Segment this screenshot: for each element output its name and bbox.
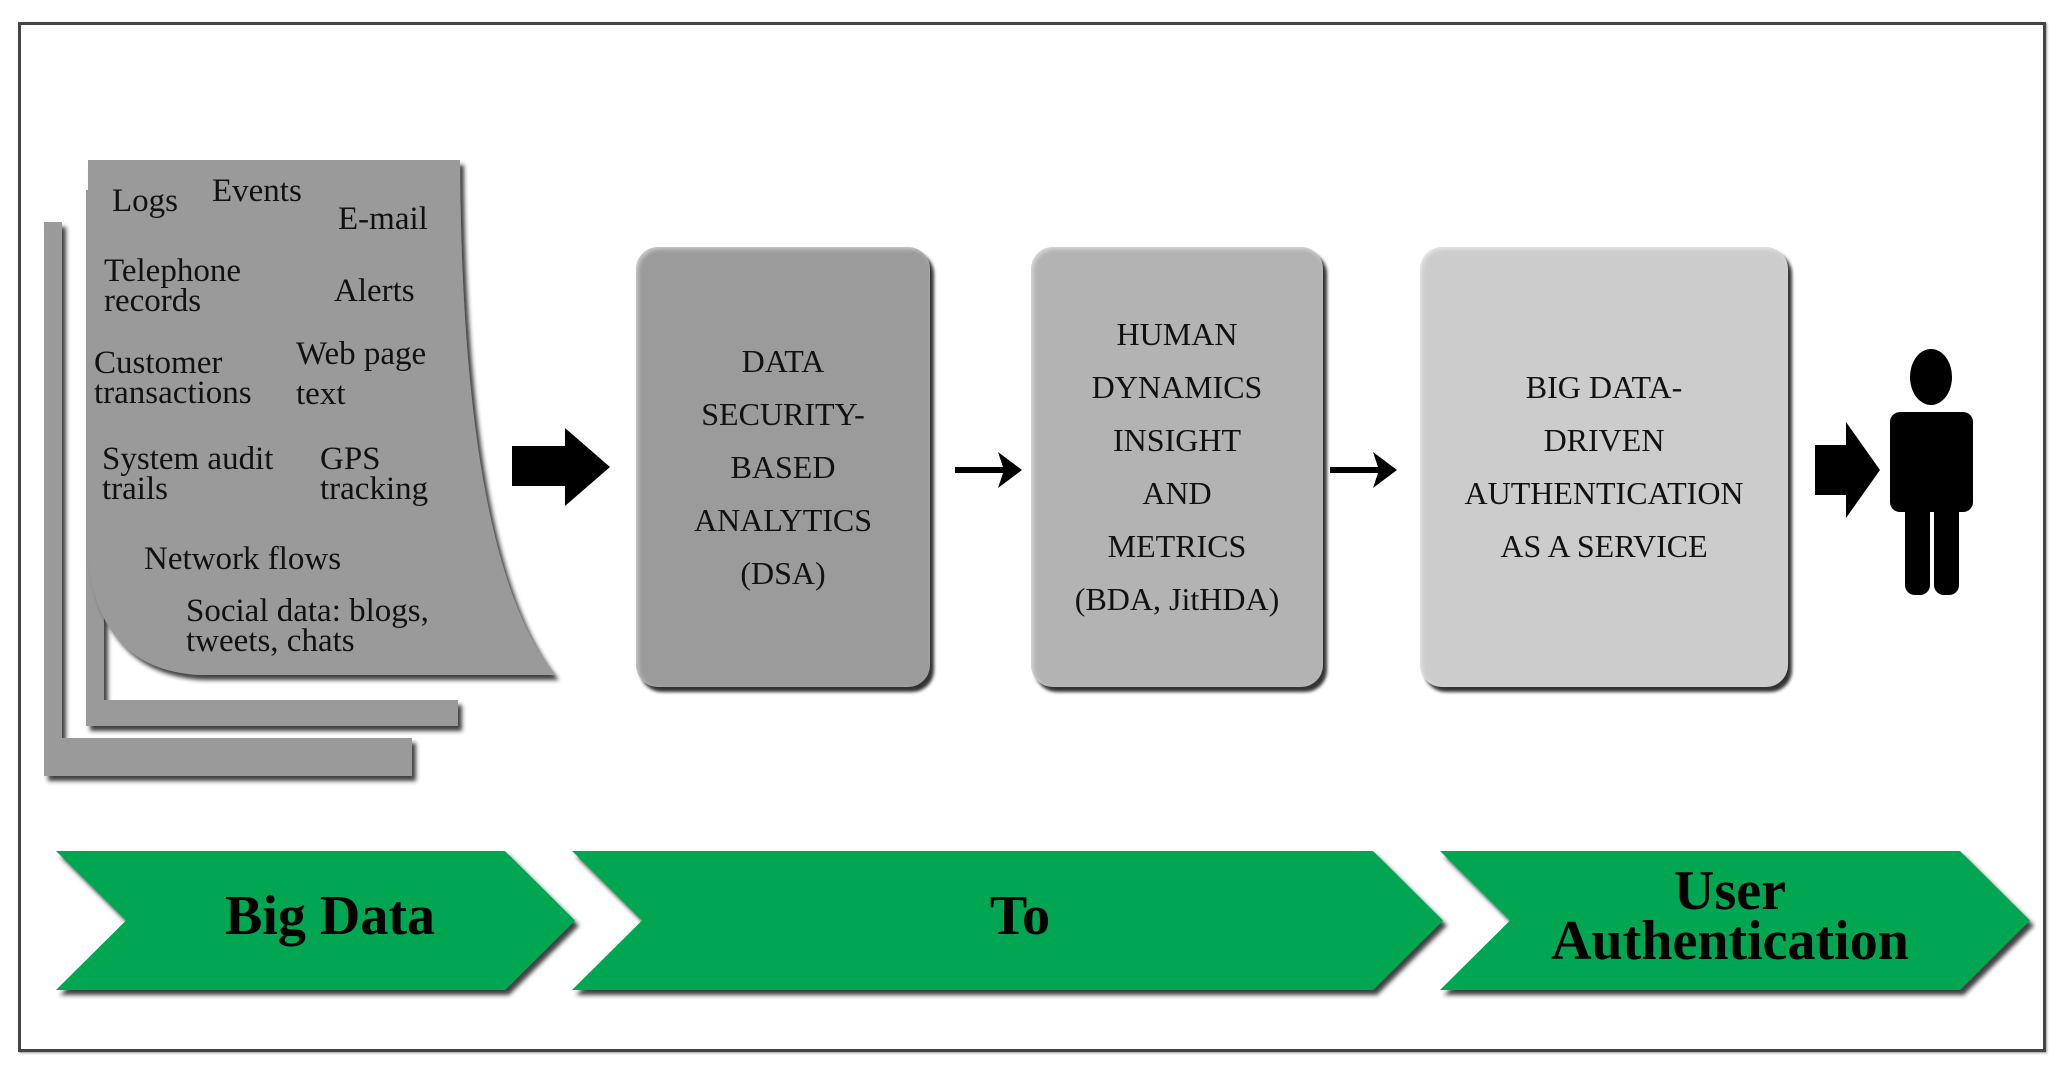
source-customer-transactions: Customer transactions [94,348,252,408]
box-data-security-analytics: DATA SECURITY- BASED ANALYTICS (DSA) [636,247,930,687]
source-web-page-text: Web page text [296,334,426,414]
source-social-data: Social data: blogs, tweets, chats [186,596,429,656]
box-label: BIG DATA- DRIVEN AUTHENTICATION AS A SER… [1464,361,1743,573]
source-email: E-mail [338,204,428,235]
chevron-label-user-authentication: User Authentication [1500,866,1960,966]
source-system-audit-trails: System audit trails [102,444,273,504]
arrow-right-icon [1330,452,1397,488]
source-logs: Logs [112,186,178,217]
box-authentication-service: BIG DATA- DRIVEN AUTHENTICATION AS A SER… [1420,247,1788,687]
box-human-dynamics-insight: HUMAN DYNAMICS INSIGHT AND METRICS (BDA,… [1031,247,1323,687]
arrow-right-icon [512,428,610,506]
source-gps-tracking: GPS tracking [320,444,428,504]
chevron-label-big-data: Big Data [160,890,500,942]
arrow-right-icon [955,452,1022,488]
arrow-right-icon [1815,422,1880,518]
source-network-flows: Network flows [144,544,341,575]
source-alerts: Alerts [334,276,415,307]
box-label: HUMAN DYNAMICS INSIGHT AND METRICS (BDA,… [1075,308,1279,626]
chevron-label-to: To [850,890,1190,942]
user-icon [1890,349,1973,595]
box-label: DATA SECURITY- BASED ANALYTICS (DSA) [694,335,872,600]
source-telephone-records: Telephone records [104,256,241,316]
source-events: Events [212,176,302,207]
